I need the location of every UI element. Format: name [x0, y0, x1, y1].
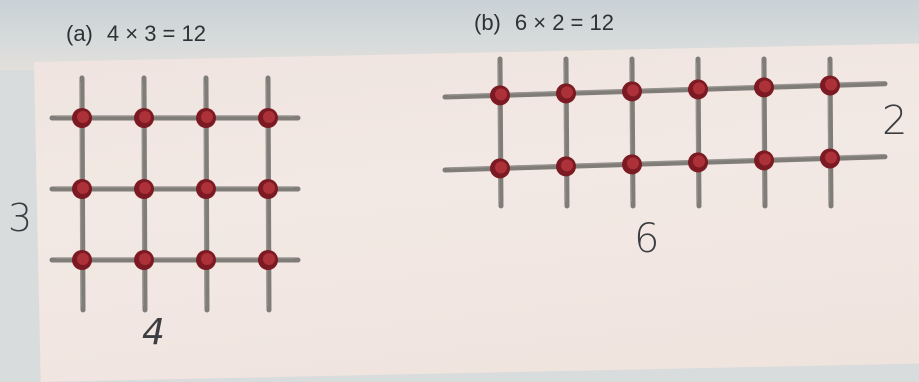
example-b-dot-center — [693, 82, 705, 95]
example-b-vertical-stick — [497, 56, 504, 209]
example-b-stick-highlight — [448, 81, 882, 96]
example-b-column-count: 6 — [634, 216, 660, 262]
example-b-tag: (b) — [474, 10, 501, 35]
example-b-vertical-stick — [629, 56, 636, 209]
example-b-dot-center — [627, 157, 639, 170]
example-a-column-count: 4 — [142, 312, 165, 353]
example-b-heading: (b) 6 × 2 = 12 — [474, 10, 614, 36]
example-a-dot-center — [77, 253, 89, 265]
example-b-equation: 6 × 2 = 12 — [514, 10, 614, 35]
example-a-dot-center — [263, 111, 275, 123]
example-a-dot-center — [201, 182, 213, 194]
example-b-horizontal-stick — [442, 154, 888, 173]
example-a-dot-center — [263, 253, 275, 265]
example-b-dot-center — [693, 155, 705, 168]
example-a-dot-center — [77, 111, 89, 123]
example-b-row-count: 2 — [882, 98, 908, 144]
example-a-dot-center — [139, 111, 151, 123]
example-a-dot-center — [263, 182, 275, 194]
example-a-dot-center — [77, 182, 89, 194]
example-a-equation: 4 × 3 = 12 — [106, 21, 206, 46]
example-b-dot-center — [561, 159, 573, 172]
example-a-dot-center — [201, 253, 213, 265]
example-a-row-count: 3 — [8, 196, 33, 240]
example-b-dot-center — [759, 153, 771, 166]
example-b-dot-center — [495, 161, 507, 174]
example-a-dot-center — [201, 111, 213, 123]
example-b-dot-center — [759, 80, 771, 93]
example-a-heading: (a) 4 × 3 = 12 — [66, 21, 206, 47]
example-b-vertical-stick — [563, 56, 570, 209]
example-b-horizontal-stick — [442, 81, 888, 100]
example-a-tag: (a) — [66, 21, 93, 46]
example-b-dot-center — [495, 88, 507, 101]
example-b-stick-highlight — [497, 62, 500, 203]
example-b-dot-center — [627, 84, 639, 97]
example-b-dot-center — [825, 151, 837, 164]
example-a-dot-center — [139, 182, 151, 194]
example-b-dot-center — [825, 78, 837, 91]
stick-grids — [49, 56, 888, 313]
example-a-dot-center — [139, 253, 151, 265]
example-b-dot-center — [561, 86, 573, 99]
example-b-stick-highlight — [448, 154, 882, 169]
